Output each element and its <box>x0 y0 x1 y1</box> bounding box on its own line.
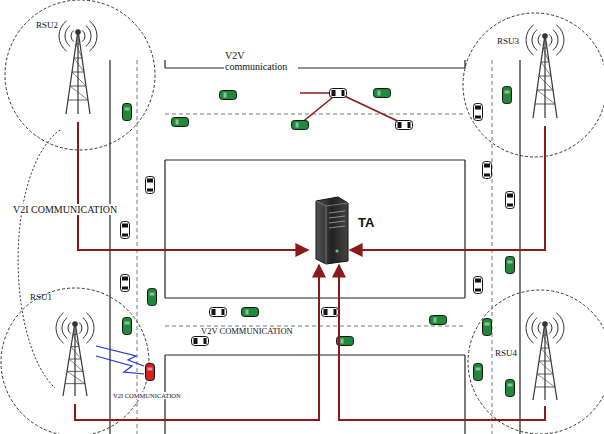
network-link <box>75 265 319 420</box>
rsu-node: RSU1 <box>30 292 106 404</box>
v2i-label: V2I COMMUNICATION <box>12 204 118 215</box>
car <box>123 318 132 335</box>
car <box>474 104 483 121</box>
v2v-label: V2V communication <box>224 50 298 72</box>
car <box>292 121 309 130</box>
car <box>396 121 413 130</box>
v2i-label: V2I COMMUNICATION <box>112 392 182 399</box>
car <box>506 192 515 209</box>
network-link <box>350 126 545 250</box>
rsu-node: RSU3 <box>497 30 575 126</box>
car <box>192 337 209 346</box>
car <box>322 308 339 317</box>
car <box>430 316 447 325</box>
car <box>121 222 130 239</box>
car <box>123 104 132 121</box>
v2v-label: V2V COMMUNICATION <box>200 327 294 336</box>
rsu-range <box>463 13 604 157</box>
car <box>474 364 483 381</box>
car <box>146 364 155 381</box>
car <box>483 162 492 179</box>
car <box>148 289 157 306</box>
tower-shape <box>30 292 106 404</box>
antenna-tower <box>56 313 94 396</box>
rsu-node: RSU2 <box>36 20 110 122</box>
rsu-label: RSU2 <box>36 20 58 30</box>
car <box>172 118 189 127</box>
v2i-signal <box>96 346 144 374</box>
car <box>330 89 347 98</box>
server-label: TA <box>358 215 374 230</box>
antenna-tower <box>526 313 564 400</box>
rsu-label: RSU1 <box>30 292 52 302</box>
server-icon <box>316 197 348 264</box>
server-shape <box>308 195 350 265</box>
server-node: TA <box>308 195 350 265</box>
road-lines <box>110 60 520 434</box>
tower-shape <box>495 318 573 406</box>
rsu-label: RSU3 <box>497 36 519 46</box>
network-link <box>339 265 545 420</box>
network-link <box>78 122 308 250</box>
rsu-range <box>5 0 155 150</box>
car <box>506 380 515 397</box>
antenna-tower <box>526 25 564 118</box>
car <box>483 319 492 336</box>
car <box>210 308 227 317</box>
car <box>146 177 155 194</box>
rsu-node: RSU4 <box>495 318 573 406</box>
rsu-label: RSU4 <box>495 348 517 358</box>
car <box>121 275 130 292</box>
lane-dividers <box>137 60 492 434</box>
antenna-tower <box>59 21 97 114</box>
v2i-link <box>18 130 60 388</box>
car <box>474 277 483 294</box>
car <box>374 89 391 98</box>
car <box>242 308 259 317</box>
car <box>506 257 515 274</box>
tower-shape <box>36 20 110 122</box>
rsu-range <box>468 290 604 434</box>
car <box>503 87 512 104</box>
car <box>220 91 237 100</box>
